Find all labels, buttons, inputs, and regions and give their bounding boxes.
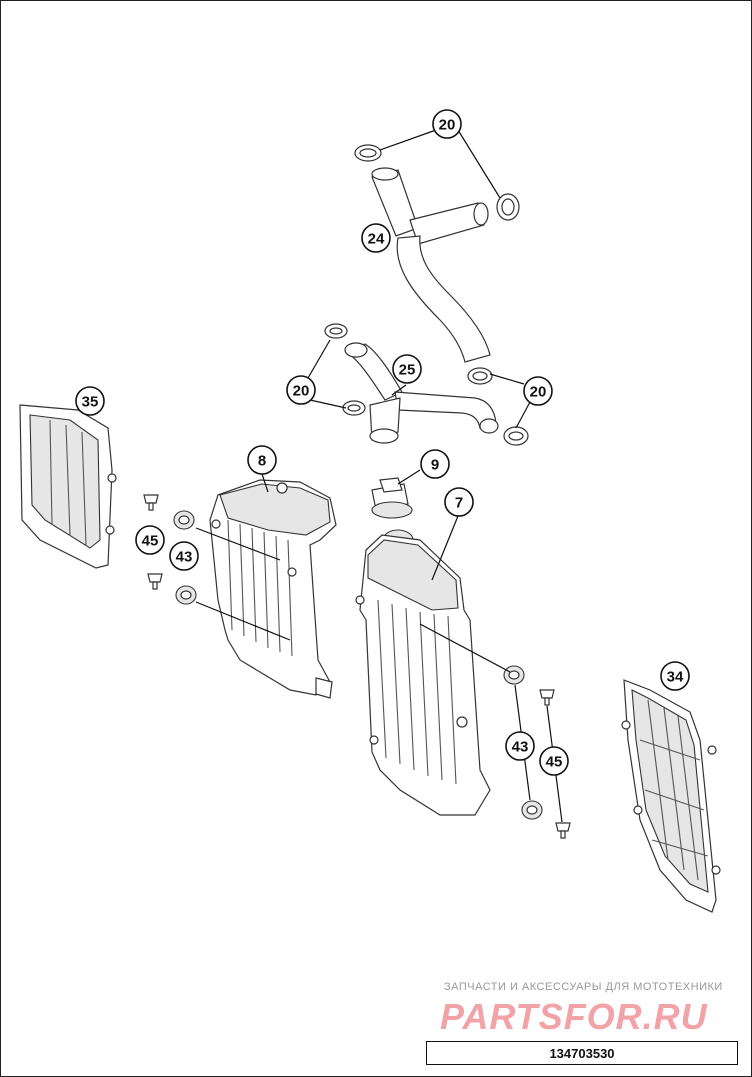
callout-34: 34 [660,661,690,691]
watermark-logo: PARTSFOR.RU [440,996,708,1037]
callout-24: 24 [361,223,391,253]
svg-text:20: 20 [439,117,456,134]
callout-7: 7 [444,487,474,517]
svg-text:24: 24 [368,231,385,248]
left-radiator-shroud [19,404,117,569]
radiator-cap [371,477,413,519]
right-fasteners [503,665,571,839]
svg-text:45: 45 [546,754,563,771]
callout-45-right: 45 [539,746,569,776]
upper-hose-assembly [354,144,520,385]
svg-text:43: 43 [512,739,529,756]
callout-25: 25 [392,354,422,384]
callout-43-right: 43 [505,731,535,761]
right-radiator-shroud [621,679,721,913]
svg-text:43: 43 [176,549,193,566]
callout-9: 9 [420,449,450,479]
left-fasteners [143,494,197,605]
callout-20-top: 20 [432,109,462,139]
drawing-code: 134703530 [426,1041,738,1065]
callout-8: 8 [247,445,277,475]
callout-45-left: 45 [135,525,165,555]
callout-20-right: 20 [523,376,553,406]
watermark-tagline: ЗАПЧАСТИ И АКСЕССУАРЫ ДЛЯ МОТОТЕХНИКИ [444,981,723,993]
svg-text:35: 35 [82,394,99,411]
svg-text:7: 7 [455,495,463,512]
svg-text:45: 45 [142,533,159,550]
svg-text:20: 20 [530,384,547,401]
svg-text:34: 34 [667,669,684,686]
callout-35: 35 [75,386,105,416]
callout-43-left: 43 [169,541,199,571]
right-radiator [355,529,491,816]
leader-lines [195,129,563,823]
svg-text:9: 9 [431,457,439,474]
svg-text:8: 8 [258,453,266,470]
svg-text:20: 20 [293,383,310,400]
svg-text:25: 25 [399,362,416,379]
callout-20-left: 20 [286,375,316,405]
left-radiator [209,479,337,699]
lower-hose-assembly [324,323,529,446]
